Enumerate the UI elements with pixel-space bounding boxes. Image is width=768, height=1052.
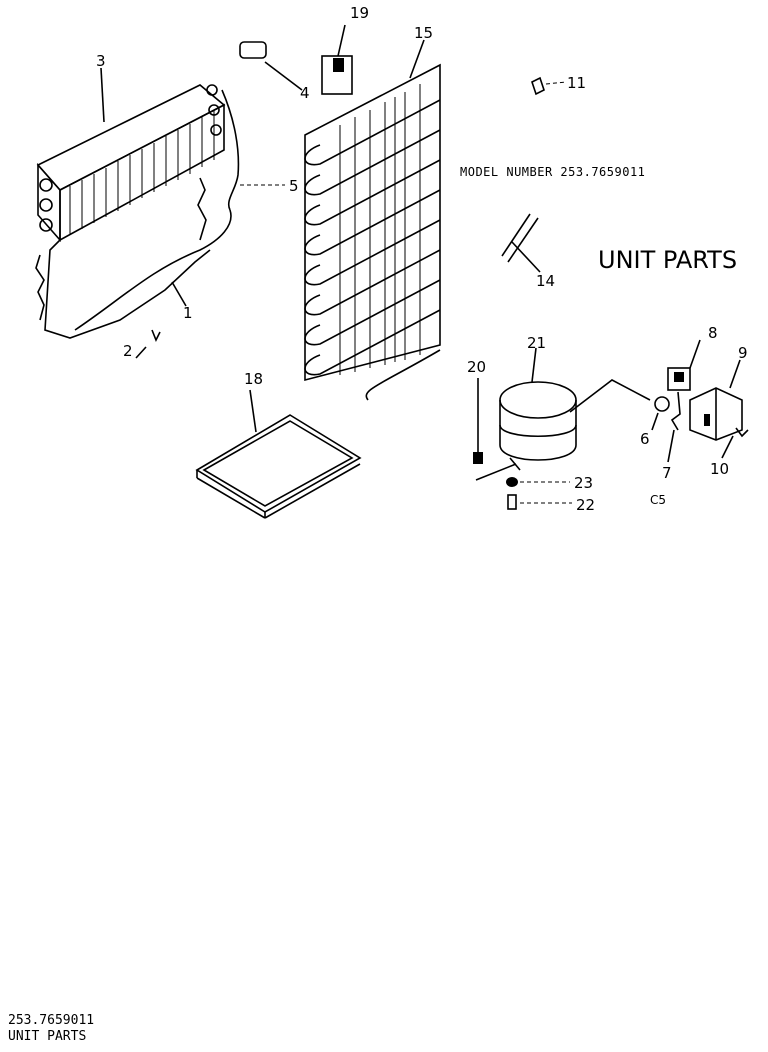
label-23: 23 xyxy=(574,474,593,492)
diagram-title: UNIT PARTS xyxy=(598,246,737,274)
screw-part-11 xyxy=(531,76,567,96)
condenser-coil-part-15 xyxy=(304,39,441,401)
drain-pan-part-18 xyxy=(195,389,362,519)
heater-wire-part-5 xyxy=(221,89,285,211)
label-6: 6 xyxy=(640,430,650,448)
compressor-part-21 xyxy=(475,347,651,481)
clip-part-2 xyxy=(135,329,161,359)
label-7: 7 xyxy=(662,464,672,482)
label-9: 9 xyxy=(738,344,748,362)
label-3: 3 xyxy=(96,52,106,70)
grommet-part-23 xyxy=(506,477,570,487)
spacer-part-22 xyxy=(507,494,572,510)
evaporator-part-3 xyxy=(36,67,226,243)
overload-parts-9-10 xyxy=(689,359,749,459)
capillary-part-14 xyxy=(501,213,541,273)
footer-model-number: 253.7659011 xyxy=(8,1013,95,1028)
label-10: 10 xyxy=(710,460,729,478)
label-22: 22 xyxy=(576,496,595,514)
code-label: C5 xyxy=(650,493,666,507)
control-box-part-19 xyxy=(321,24,353,95)
label-8: 8 xyxy=(708,324,718,342)
label-18: 18 xyxy=(244,370,263,388)
label-20: 20 xyxy=(467,358,486,376)
label-15: 15 xyxy=(414,24,433,42)
label-2: 2 xyxy=(123,342,133,360)
label-19: 19 xyxy=(350,4,369,22)
label-1: 1 xyxy=(183,304,193,322)
label-11: 11 xyxy=(567,74,586,92)
label-21: 21 xyxy=(527,334,546,352)
relay-assembly-parts-6-7-8 xyxy=(651,339,701,463)
grommet-part-4 xyxy=(239,41,303,91)
label-5: 5 xyxy=(289,177,299,195)
label-14: 14 xyxy=(536,272,555,290)
drain-tube-part-1 xyxy=(35,177,232,339)
label-4: 4 xyxy=(300,84,310,102)
footer-section-title: UNIT PARTS xyxy=(8,1029,87,1044)
bolt-part-20 xyxy=(473,378,483,464)
model-number-label: MODEL NUMBER 253.7659011 xyxy=(460,165,645,179)
